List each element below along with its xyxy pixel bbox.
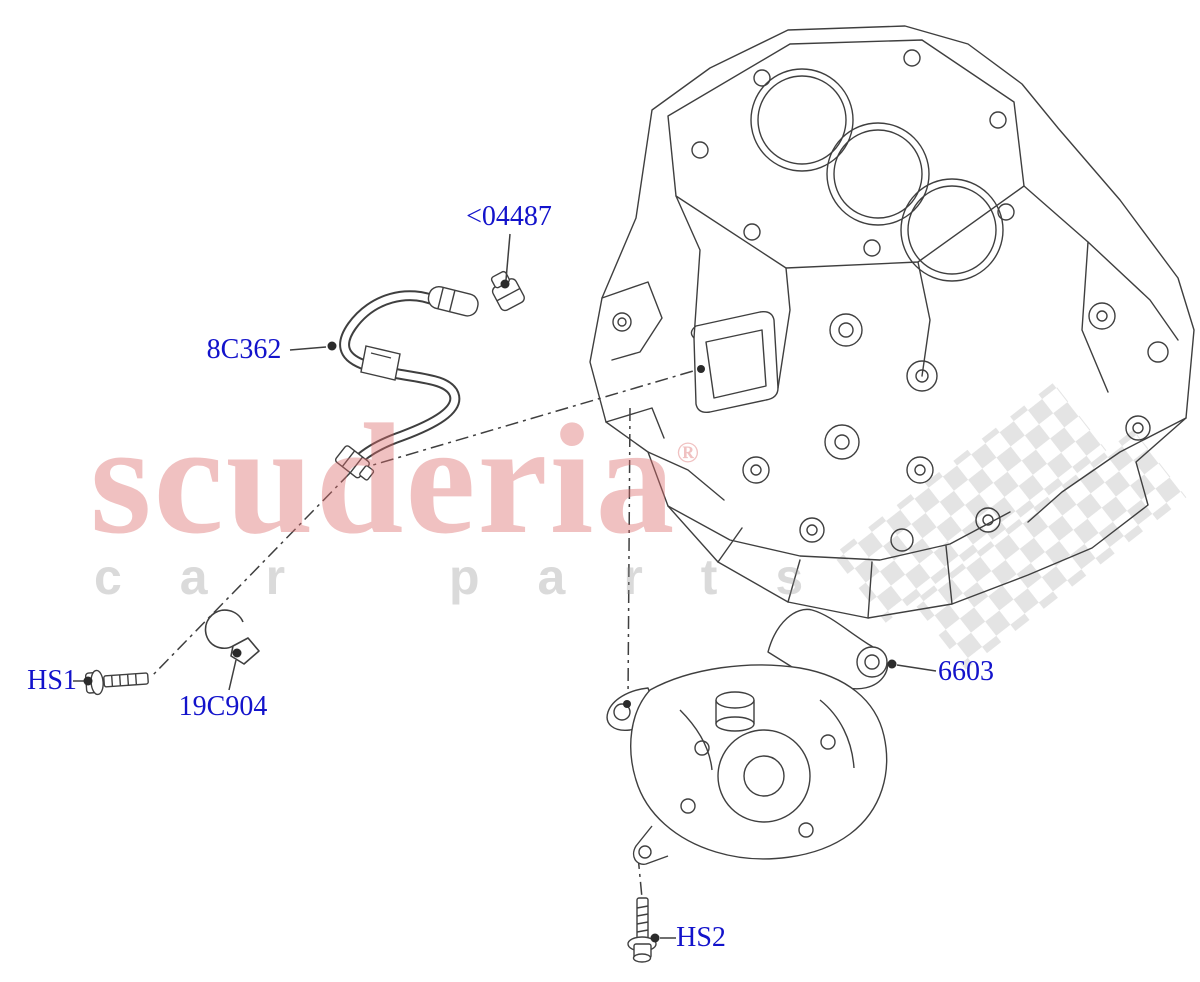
oil-pump-drawing xyxy=(606,608,889,865)
pipe-connector-drawing xyxy=(427,285,479,317)
leader-dots xyxy=(83,279,897,943)
part-label-04487[interactable]: <04487 xyxy=(466,201,552,232)
pipe-end-fitting-drawing xyxy=(334,445,375,481)
vacuum-pipe-drawing xyxy=(339,290,461,468)
part-label-8C362[interactable]: 8C362 xyxy=(206,334,282,365)
part-label-HS1[interactable]: HS1 xyxy=(27,665,77,696)
bolt-hs1-drawing xyxy=(84,669,149,696)
label-leader-lines xyxy=(73,233,937,939)
pipe-bracket-tab-line xyxy=(370,352,392,359)
part-label-6603[interactable]: 6603 xyxy=(938,656,994,687)
pipe-bracket-tab xyxy=(360,345,401,381)
engine-block-drawing xyxy=(589,25,1195,619)
part-label-19C904[interactable]: 19C904 xyxy=(178,691,268,722)
clip-19C904-drawing xyxy=(204,609,260,665)
checkered-flag-watermark xyxy=(832,382,1187,670)
bolt-hs2-drawing xyxy=(627,897,657,963)
part-label-HS2[interactable]: HS2 xyxy=(676,922,726,953)
